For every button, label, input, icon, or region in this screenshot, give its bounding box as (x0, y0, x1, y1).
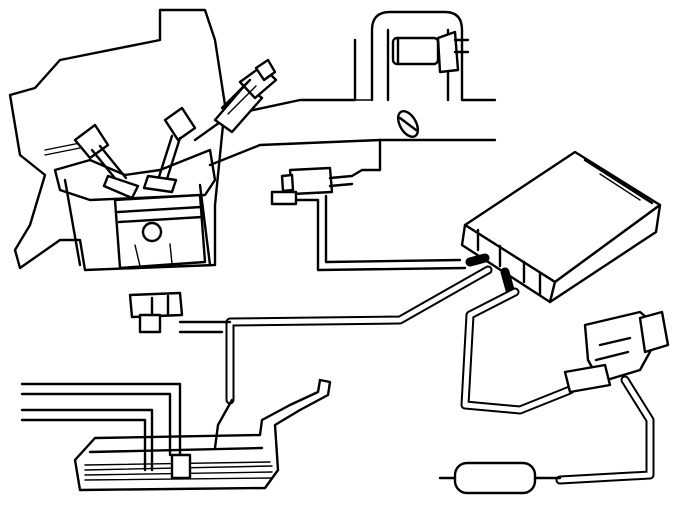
vent-filter (438, 461, 562, 495)
throttle-body (396, 110, 420, 138)
vent-solenoid-valve (555, 310, 670, 485)
evap-purge-solenoid (270, 138, 467, 272)
piston (113, 193, 207, 270)
fuel-injector (213, 58, 278, 134)
vent-line (460, 287, 575, 415)
idle-air-control-valve (391, 30, 470, 74)
vapor-line (178, 265, 493, 405)
fuel-tank (20, 378, 332, 492)
intake-valve (142, 106, 197, 194)
fuel-tank-pressure-sensor (128, 291, 184, 334)
evap-canister (460, 150, 662, 304)
